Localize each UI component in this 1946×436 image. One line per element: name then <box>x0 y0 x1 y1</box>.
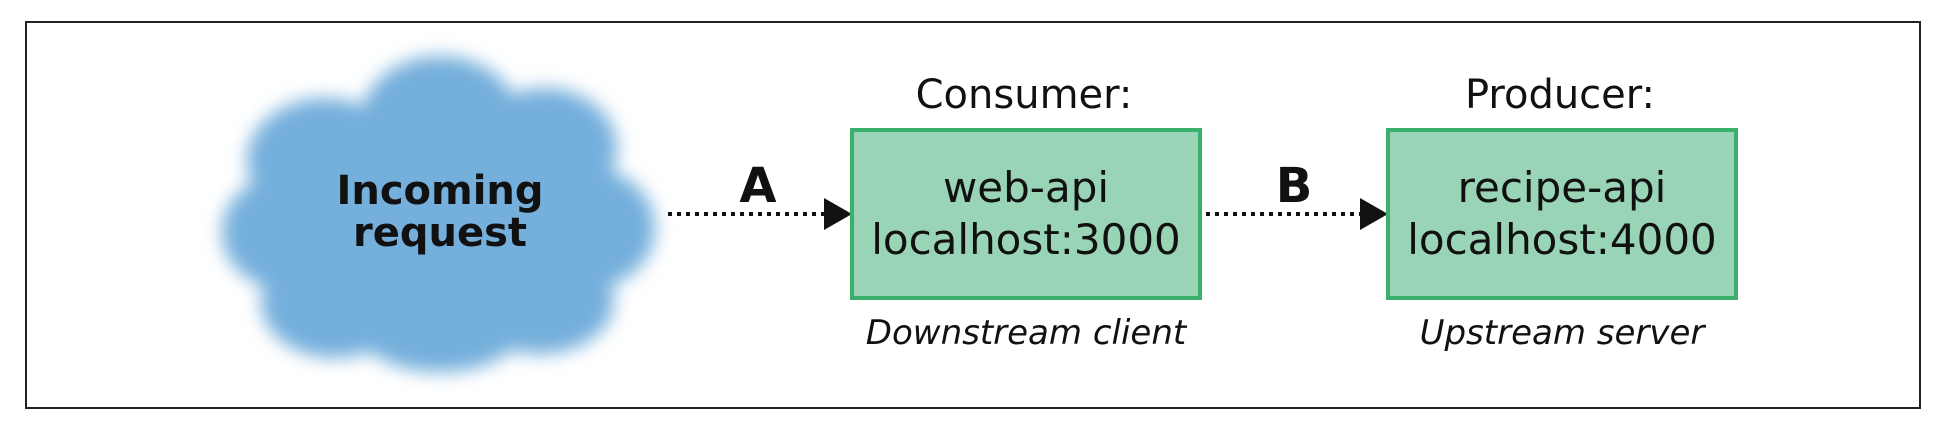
producer-heading: Producer: <box>1465 72 1655 118</box>
cloud-label-line1: Incoming <box>336 168 543 214</box>
cloud-shape <box>222 56 655 372</box>
arrow-a-label: A <box>739 158 776 214</box>
producer-box <box>1386 128 1738 300</box>
arrow-b-label: B <box>1276 158 1313 214</box>
consumer-box <box>850 128 1202 300</box>
consumer-host: localhost:3000 <box>871 215 1181 264</box>
producer-name: recipe-api <box>1458 163 1667 212</box>
consumer-name: web-api <box>943 163 1109 212</box>
consumer-heading: Consumer: <box>916 72 1133 118</box>
arrow-a-head <box>824 198 852 230</box>
arrow-b-head <box>1360 198 1388 230</box>
cloud-label-line2: request <box>353 210 527 256</box>
producer-role: Upstream server <box>1420 313 1707 353</box>
producer-host: localhost:4000 <box>1407 215 1717 264</box>
consumer-role: Downstream client <box>866 313 1188 353</box>
